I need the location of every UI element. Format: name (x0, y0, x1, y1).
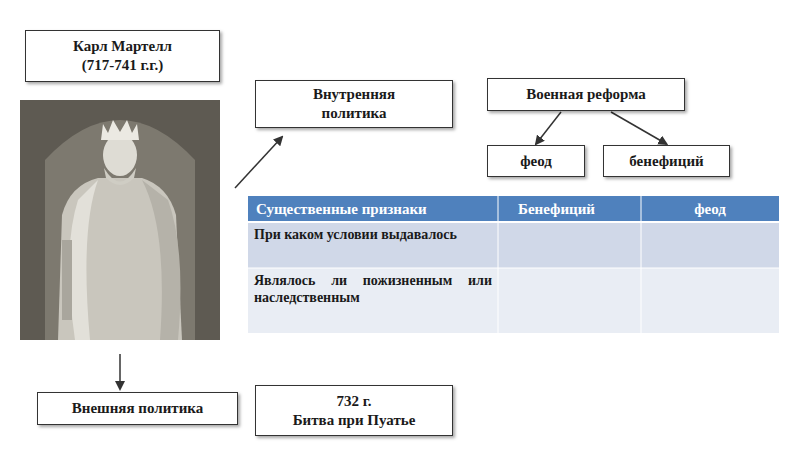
concept-box: бенефиций (603, 145, 730, 177)
box-content: Внешняя политика (72, 399, 204, 418)
box-content: 732 г.Битва при Пуатье (293, 392, 416, 430)
table-row (248, 222, 779, 268)
table-rule (641, 196, 642, 333)
concept-box: Военная реформа (487, 78, 685, 111)
niche (45, 120, 195, 340)
concept-box: Карл Мартелл(717-741 г.г.) (25, 30, 220, 82)
box-text: феод (520, 152, 552, 171)
table-rule (498, 196, 499, 333)
statue-crown (101, 120, 139, 140)
box-content: бенефиций (629, 152, 703, 171)
box-text: Внешняя политика (72, 399, 204, 418)
split-arrow (611, 112, 667, 144)
box-content: Карл Мартелл(717-741 г.г.) (73, 37, 172, 75)
table-row (248, 268, 779, 333)
box-text: 732 г. (336, 392, 371, 411)
leader-arrow (235, 137, 282, 188)
box-content: Внутренняя политика (289, 85, 419, 123)
table-header (248, 196, 779, 222)
box-text: Внутренняя политика (289, 85, 419, 123)
concept-box: Внешняя политика (37, 392, 238, 425)
statue-sword (62, 240, 72, 320)
table-cell: Являлось ли пожизненным или наследственн… (248, 268, 498, 333)
statue-head (103, 134, 137, 176)
box-text: Карл Мартелл (73, 37, 172, 56)
concept-box: Внутренняя политика (255, 80, 453, 128)
box-text: бенефиций (629, 152, 703, 171)
photo-ground (20, 100, 220, 340)
split-arrow (536, 112, 561, 144)
statue-beard (104, 168, 136, 185)
box-content: феод (520, 152, 552, 171)
leader-arrow (119, 354, 121, 389)
box-text: Битва при Пуатье (293, 411, 416, 430)
box-text: Военная реформа (526, 85, 646, 104)
table-cell: При каком условии выдавалось (248, 222, 498, 268)
statue-body (58, 178, 182, 340)
statue-cloak (69, 180, 98, 340)
table-cell: Существенные признаки (248, 196, 498, 222)
box-text: (717-741 г.г.) (82, 56, 163, 75)
concept-box: 732 г.Битва при Пуатье (255, 385, 453, 436)
statue-cloak (142, 180, 180, 340)
concept-box: феод (487, 145, 585, 177)
table-rule (248, 221, 779, 223)
table-rule (248, 268, 779, 269)
table-cell: феод (641, 196, 779, 222)
table-cell: Бенефиций (498, 196, 641, 222)
box-content: Военная реформа (526, 85, 646, 104)
